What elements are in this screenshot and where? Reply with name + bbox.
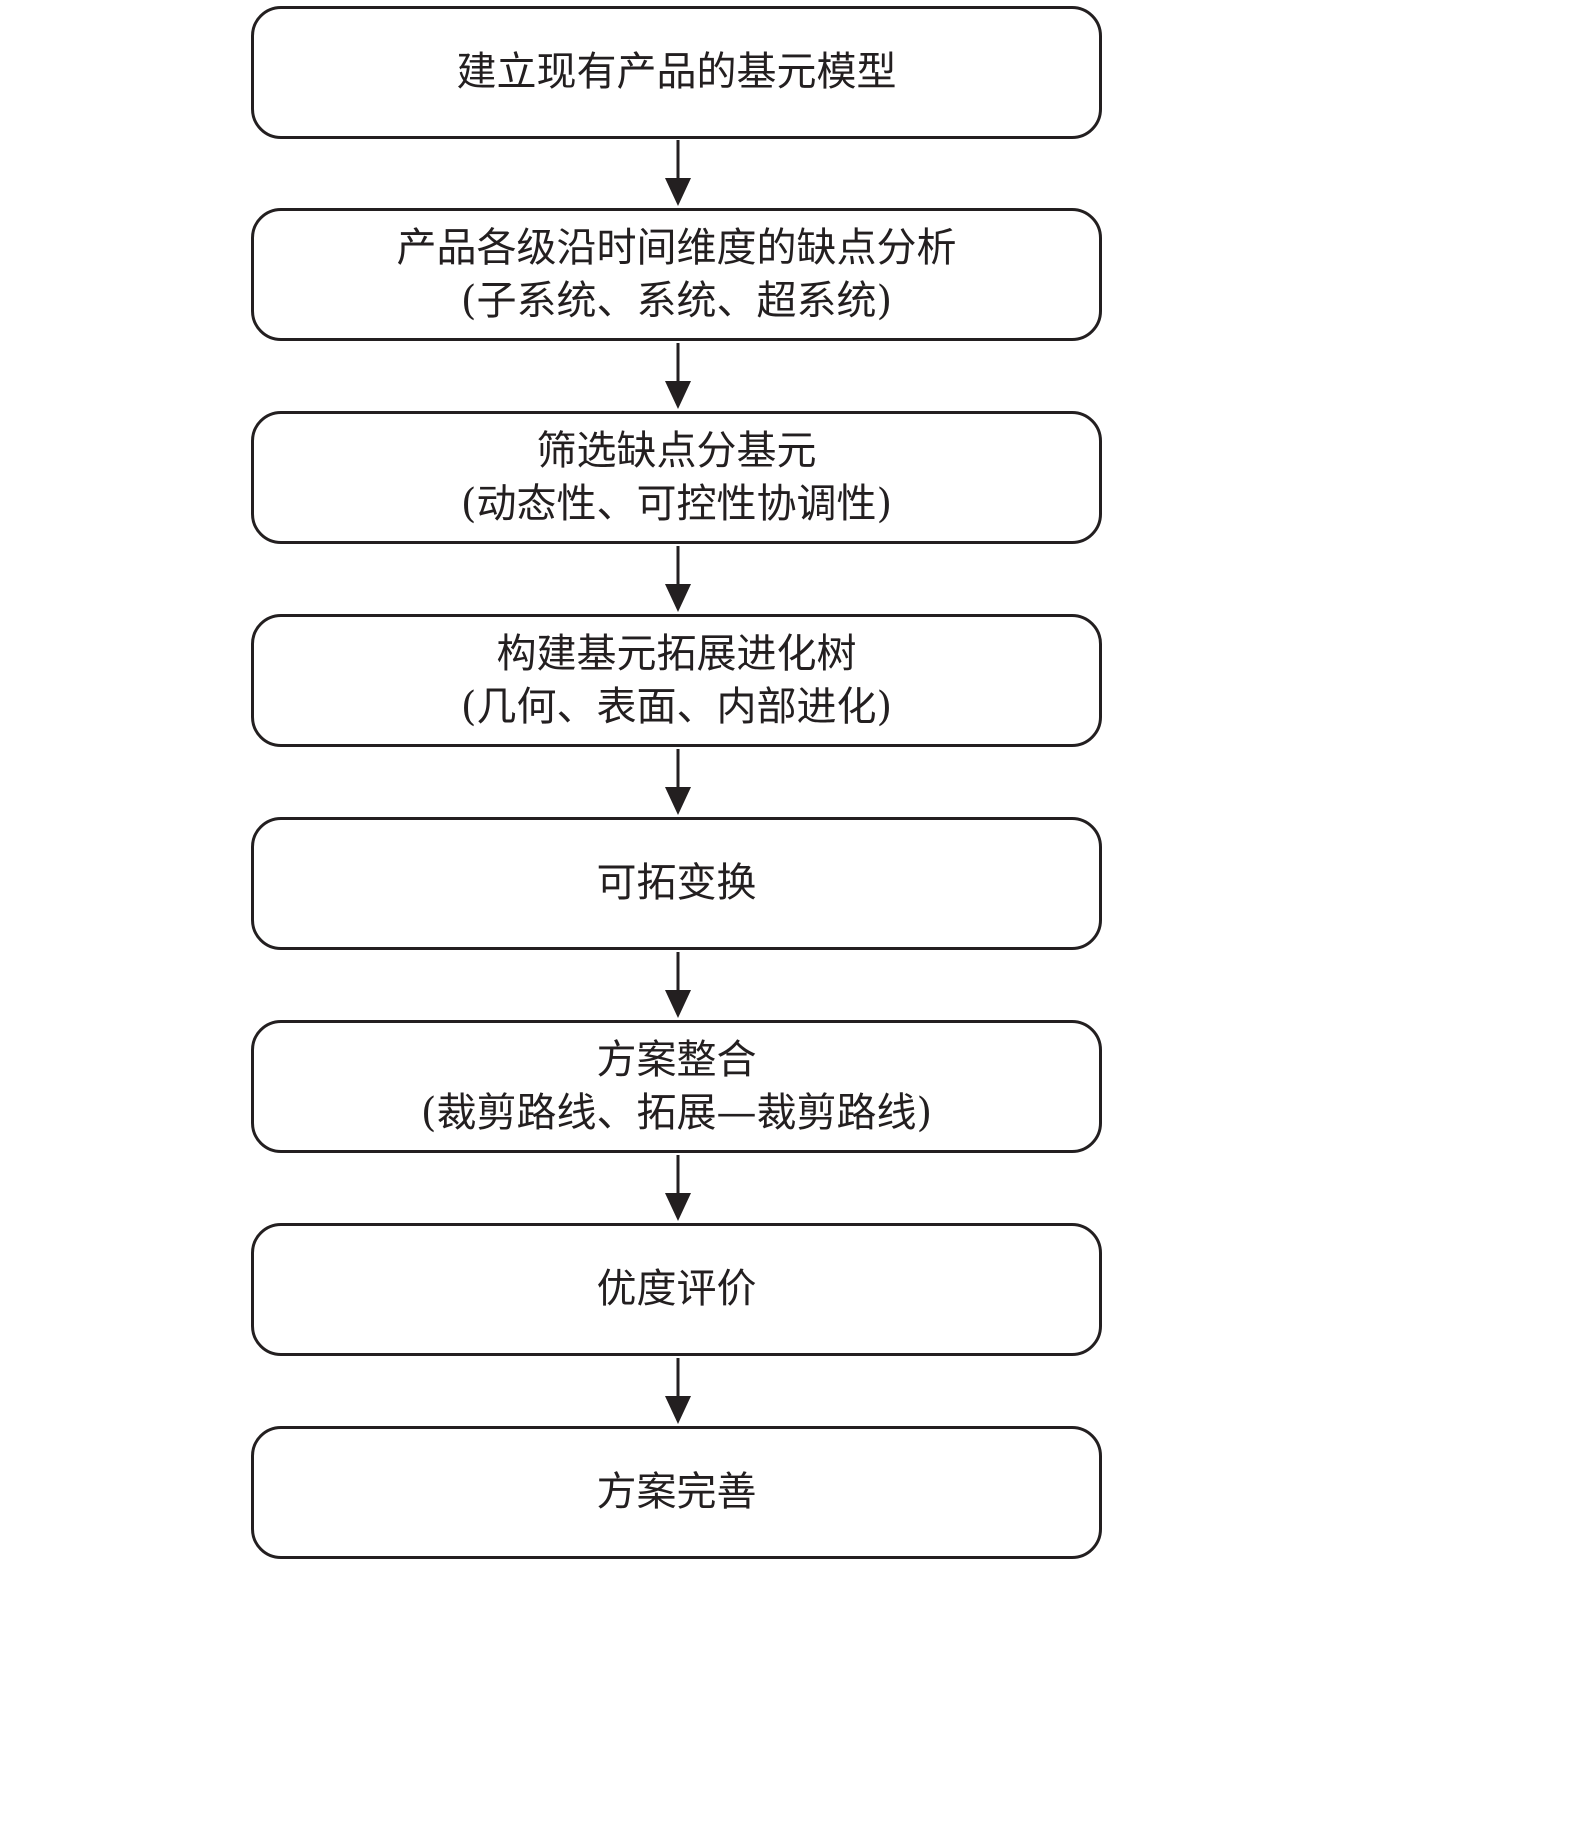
step-3-title: 筛选缺点分基元 <box>536 427 817 474</box>
flowchart: 建立现有产品的基元模型 产品各级沿时间维度的缺点分析 (子系统、系统、超系统) … <box>251 6 1102 1559</box>
arrow-5-to-6 <box>663 952 693 1018</box>
step-7-title: 优度评价 <box>596 1266 757 1312</box>
step-4-title: 构建基元拓展进化树 <box>496 630 857 677</box>
arrow-7-to-8 <box>663 1358 693 1424</box>
step-box-5: 可拓变换 <box>251 817 1102 950</box>
step-box-4: 构建基元拓展进化树 (几何、表面、内部进化) <box>251 614 1102 747</box>
step-box-3: 筛选缺点分基元 (动态性、可控性协调性) <box>251 411 1102 544</box>
step-1-title: 建立现有产品的基元模型 <box>456 49 897 95</box>
step-box-2: 产品各级沿时间维度的缺点分析 (子系统、系统、超系统) <box>251 208 1102 341</box>
step-6-detail: (裁剪路线、拓展—裁剪路线) <box>420 1089 933 1136</box>
step-2-detail: (子系统、系统、超系统) <box>460 277 893 324</box>
step-box-6: 方案整合 (裁剪路线、拓展—裁剪路线) <box>251 1020 1102 1153</box>
step-2-title: 产品各级沿时间维度的缺点分析 <box>396 224 957 271</box>
step-box-1: 建立现有产品的基元模型 <box>251 6 1102 139</box>
step-8-title: 方案完善 <box>596 1469 757 1515</box>
step-4-detail: (几何、表面、内部进化) <box>460 683 893 730</box>
step-box-8: 方案完善 <box>251 1426 1102 1559</box>
arrow-6-to-7 <box>663 1155 693 1221</box>
step-6-title: 方案整合 <box>596 1036 757 1083</box>
step-box-7: 优度评价 <box>251 1223 1102 1356</box>
step-3-detail: (动态性、可控性协调性) <box>460 480 893 527</box>
step-5-title: 可拓变换 <box>596 860 757 906</box>
arrow-1-to-2 <box>663 140 693 206</box>
arrow-2-to-3 <box>663 343 693 409</box>
arrow-4-to-5 <box>663 749 693 815</box>
arrow-3-to-4 <box>663 546 693 612</box>
